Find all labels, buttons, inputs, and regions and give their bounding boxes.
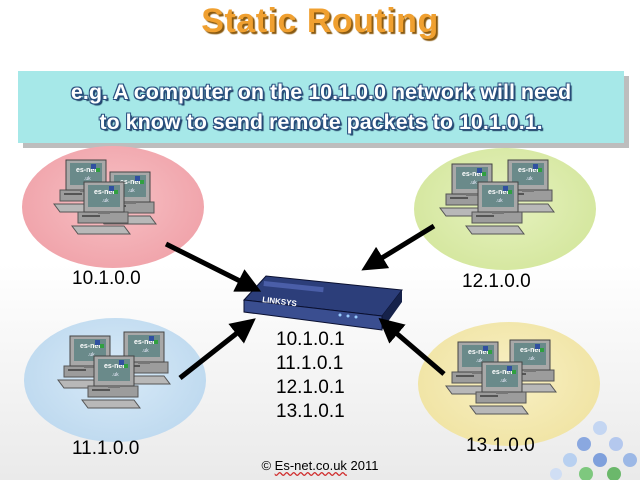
network-12-label: 12.1.0.0 bbox=[462, 271, 531, 292]
routing-arrows bbox=[164, 223, 446, 380]
callout-line-1: e.g. A computer on the 10.1.0.0 network … bbox=[70, 80, 572, 104]
network-10-computers bbox=[53, 159, 157, 235]
copyright-prefix: © bbox=[261, 458, 275, 473]
network-10-label: 10.1.0.0 bbox=[72, 268, 141, 289]
router-icon: LINKSYS bbox=[242, 275, 403, 331]
router-interface-address: 13.1.0.1 bbox=[276, 401, 345, 422]
decorative-spheres bbox=[550, 421, 637, 480]
router-interface-address: 11.1.0.1 bbox=[276, 353, 344, 374]
example-callout: e.g. A computer on the 10.1.0.0 network … bbox=[18, 71, 624, 143]
copyright-year: 2011 bbox=[346, 458, 379, 473]
copyright-footer: © Es-net.co.uk 2011 bbox=[0, 458, 640, 473]
arrow-from-10 bbox=[164, 241, 262, 292]
network-11-computers bbox=[57, 331, 171, 409]
arrow-from-12 bbox=[361, 223, 436, 271]
router-interface-list: 10.1.0.1 11.1.0.1 12.1.0.1 13.1.0.1 bbox=[276, 328, 345, 424]
callout-text: e.g. A computer on the 10.1.0.0 network … bbox=[18, 77, 624, 137]
arrow-from-13 bbox=[378, 317, 446, 376]
network-13-label: 13.1.0.0 bbox=[466, 435, 535, 456]
router-interface-address: 12.1.0.1 bbox=[276, 377, 345, 398]
router-interface-address: 10.1.0.1 bbox=[276, 329, 345, 350]
network-13-computers bbox=[445, 339, 557, 415]
copyright-site: Es-net.co.uk bbox=[274, 458, 347, 473]
callout-line-2: to know to send remote packets to 10.1.0… bbox=[99, 110, 543, 134]
network-11-label: 11.1.0.0 bbox=[72, 438, 140, 459]
router-brand: LINKSYS bbox=[262, 295, 298, 308]
slide-title: Static Routing bbox=[201, 2, 439, 40]
network-12-computers bbox=[439, 159, 555, 235]
arrow-from-11 bbox=[178, 318, 256, 380]
